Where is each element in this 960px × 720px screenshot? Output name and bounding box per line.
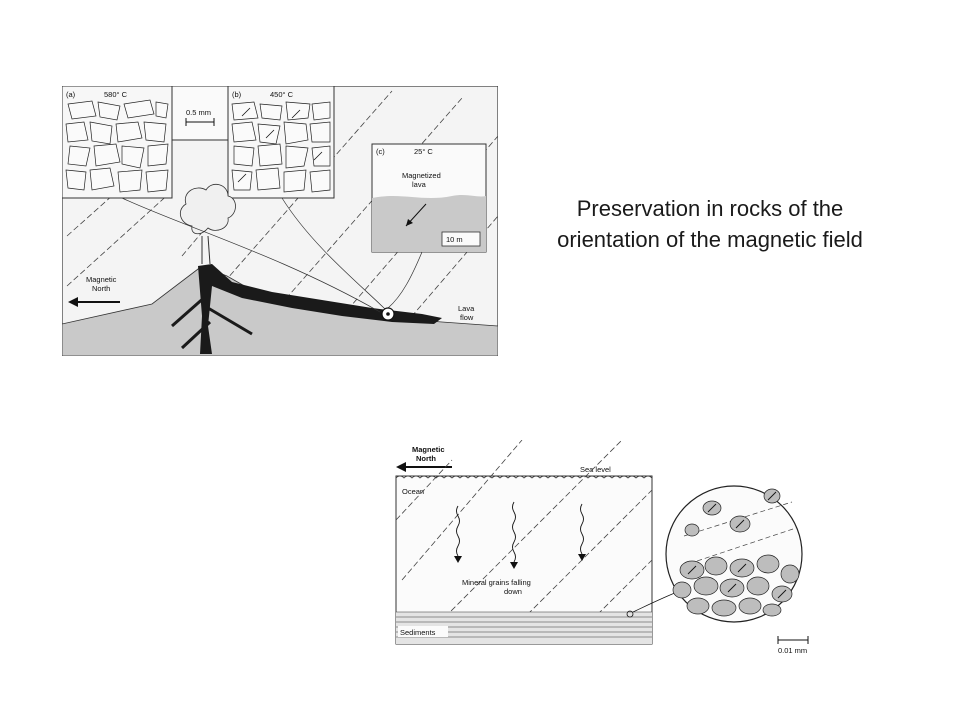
panel-c-tag: (c): [376, 147, 385, 156]
sediment-north-line1: Magnetic: [412, 445, 445, 454]
panel-a-tag: (a): [66, 90, 76, 99]
sea-surface: [395, 475, 653, 479]
panel-a-temp: 580° C: [104, 90, 128, 99]
sea-level-label: Sea level: [580, 465, 611, 474]
sediment-scale-label: 0.01 mm: [778, 646, 807, 655]
panel-b-450c: (b) 450° C: [227, 86, 335, 199]
slide-title-line-2: orientation of the magnetic field: [557, 227, 863, 252]
slide-title: Preservation in rocks of the orientation…: [500, 193, 920, 255]
grain-scale-label: 0.5 mm: [186, 108, 211, 117]
panel-c-25c: (c) 25° C Magnetized lava 10 m: [371, 143, 487, 253]
panel-c-temp: 25° C: [414, 147, 433, 156]
sediment-magnetization-diagram: Magnetic North Sea level Ocean Mineral g…: [395, 440, 809, 655]
grains-label-line2: down: [504, 587, 522, 596]
lava-north-line1: Magnetic: [86, 275, 117, 284]
panel-b-tag: (b): [232, 90, 242, 99]
slide-title-line-1: Preservation in rocks of the: [576, 196, 844, 221]
lava-magnetization-diagram: (a) 580° C 0.5 mm (b) 450° C: [62, 86, 498, 356]
ocean-label: Ocean: [402, 487, 424, 496]
sediment-north-line2: North: [416, 454, 436, 463]
lava-flow-label-line1: Lava: [458, 304, 475, 313]
lava-flow: [198, 264, 442, 354]
panel-c-scale: 10 m: [446, 235, 463, 244]
panel-c-label-line2: lava: [412, 180, 427, 189]
panel-a-580c: (a) 580° C: [62, 86, 173, 199]
eruption-cloud: [179, 183, 236, 235]
lava-flow-label-line2: flow: [460, 313, 474, 322]
sediments-label: Sediments: [400, 628, 436, 637]
magnified-grains-circle: [665, 485, 803, 623]
grains-label-line1: Mineral grains falling: [462, 578, 531, 587]
magnetic-north-arrow: Magnetic North: [68, 275, 120, 307]
panel-c-label-line1: Magnetized: [402, 171, 441, 180]
falling-grain-paths: [456, 501, 584, 563]
panel-b-temp: 450° C: [270, 90, 294, 99]
sediment-layers: Sediments: [396, 611, 652, 644]
sediment-scale-bar: 0.01 mm: [777, 636, 809, 655]
lava-north-line2: North: [92, 284, 110, 293]
sediment-north-arrow: Magnetic North: [396, 445, 452, 472]
